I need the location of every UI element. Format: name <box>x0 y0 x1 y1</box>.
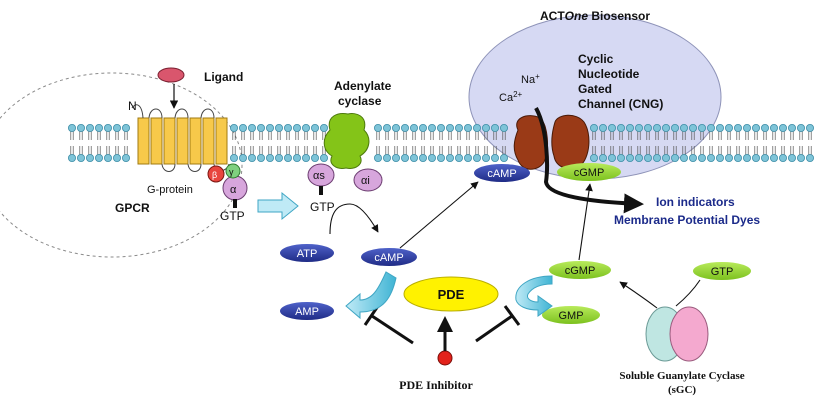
gtp-left-label: GTP <box>220 209 245 223</box>
pathway-arrows <box>329 181 701 309</box>
readout-membrane-potential: Membrane Potential Dyes <box>614 213 760 227</box>
camp-channel-label: cAMP <box>487 168 516 180</box>
alpha-i-subunit <box>353 168 383 192</box>
amp-pill <box>280 302 334 320</box>
alpha-s-label: αs <box>313 170 325 182</box>
cgmp-label: cGMP <box>565 265 596 277</box>
alpha-i-label: αi <box>361 175 370 187</box>
atp-pill <box>280 244 334 262</box>
gmp-label: GMP <box>558 310 583 322</box>
camp-to-amp-arrow <box>345 271 397 320</box>
atp-label: ATP <box>297 248 318 260</box>
cng-label-2: Nucleotide <box>578 67 640 81</box>
gtp-mid-label: GTP <box>310 200 335 214</box>
sgc-label-1: Soluble Guanylate Cyclase <box>619 370 744 382</box>
camp-channel-pill <box>474 164 530 182</box>
ligand-icon <box>157 67 185 83</box>
gtp-right-pill <box>693 262 751 280</box>
camp-pill <box>361 248 417 266</box>
alpha-s-stalk <box>319 186 323 195</box>
g-gamma-label: γ <box>229 167 234 177</box>
inhibitor-up-arrowhead <box>437 316 453 332</box>
cgmp-channel-pill <box>557 163 621 181</box>
gpcr-label: GPCR <box>115 201 150 215</box>
ligand-label: Ligand <box>204 70 243 84</box>
adenylate-cyclase-label-1: Adenylate <box>334 79 392 93</box>
g-protein-label: G-protein <box>147 184 193 196</box>
gtp-right-label: GTP <box>711 266 734 278</box>
gpcr-cell-outline <box>0 72 243 258</box>
cng-channel <box>513 114 590 170</box>
amp-label: AMP <box>295 306 319 318</box>
g-beta-label: β <box>212 170 217 180</box>
pde-inhibitor-dot <box>437 350 453 366</box>
inhibition-lines <box>363 305 521 351</box>
pde-inhibitor-label: PDE Inhibitor <box>399 378 473 392</box>
adenylate-cyclase-label-2: cyclase <box>338 94 382 108</box>
gpcr-receptor <box>131 104 230 172</box>
cgmp-pill <box>549 261 611 279</box>
g-protein <box>207 163 248 208</box>
sgc-subunit-beta <box>669 306 709 362</box>
g-alpha-label: α <box>230 184 237 196</box>
n-terminus-label: N <box>128 99 137 113</box>
cng-label-4: Channel (CNG) <box>578 97 663 111</box>
cng-label-1: Cyclic <box>578 52 614 66</box>
cgmp-to-gmp-arrow <box>515 275 553 317</box>
pde-label: PDE <box>438 287 465 302</box>
gmp-pill <box>542 306 600 324</box>
cng-label-3: Gated <box>578 82 612 96</box>
readout-ion-indicators: Ion indicators <box>656 195 735 209</box>
activation-block-arrow <box>257 191 299 221</box>
sgc-label-2: (sGC) <box>668 384 696 396</box>
camp-label: cAMP <box>374 252 403 264</box>
ion-flow-arrow <box>534 107 644 214</box>
adenylate-cyclase <box>323 113 370 169</box>
pde-pill <box>403 276 499 312</box>
cgmp-channel-label: cGMP <box>574 167 605 179</box>
biosensor-title: ACTOne Biosensor <box>540 9 650 23</box>
